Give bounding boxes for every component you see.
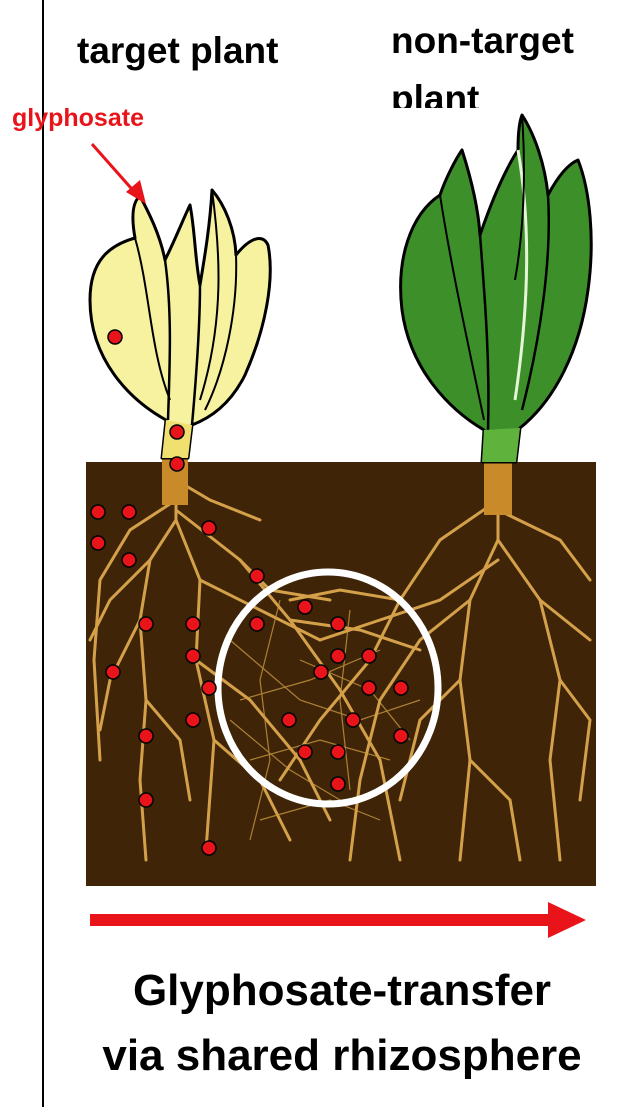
target-plant-leaves (90, 190, 270, 458)
transfer-arrow (90, 902, 586, 938)
glyphosate-label: glyphosate (12, 104, 144, 133)
non-target-plant-leaves (401, 115, 592, 462)
non-target-plant-label: non-target plant (391, 12, 641, 108)
glyphosate-pointer-arrow (92, 144, 146, 204)
soil-block (86, 462, 596, 886)
caption-line-2: via shared rhizosphere (42, 1031, 642, 1081)
caption-line-1: Glyphosate-transfer (42, 966, 642, 1016)
non-target-stem (484, 455, 512, 515)
target-plant-label: target plant (77, 30, 278, 72)
